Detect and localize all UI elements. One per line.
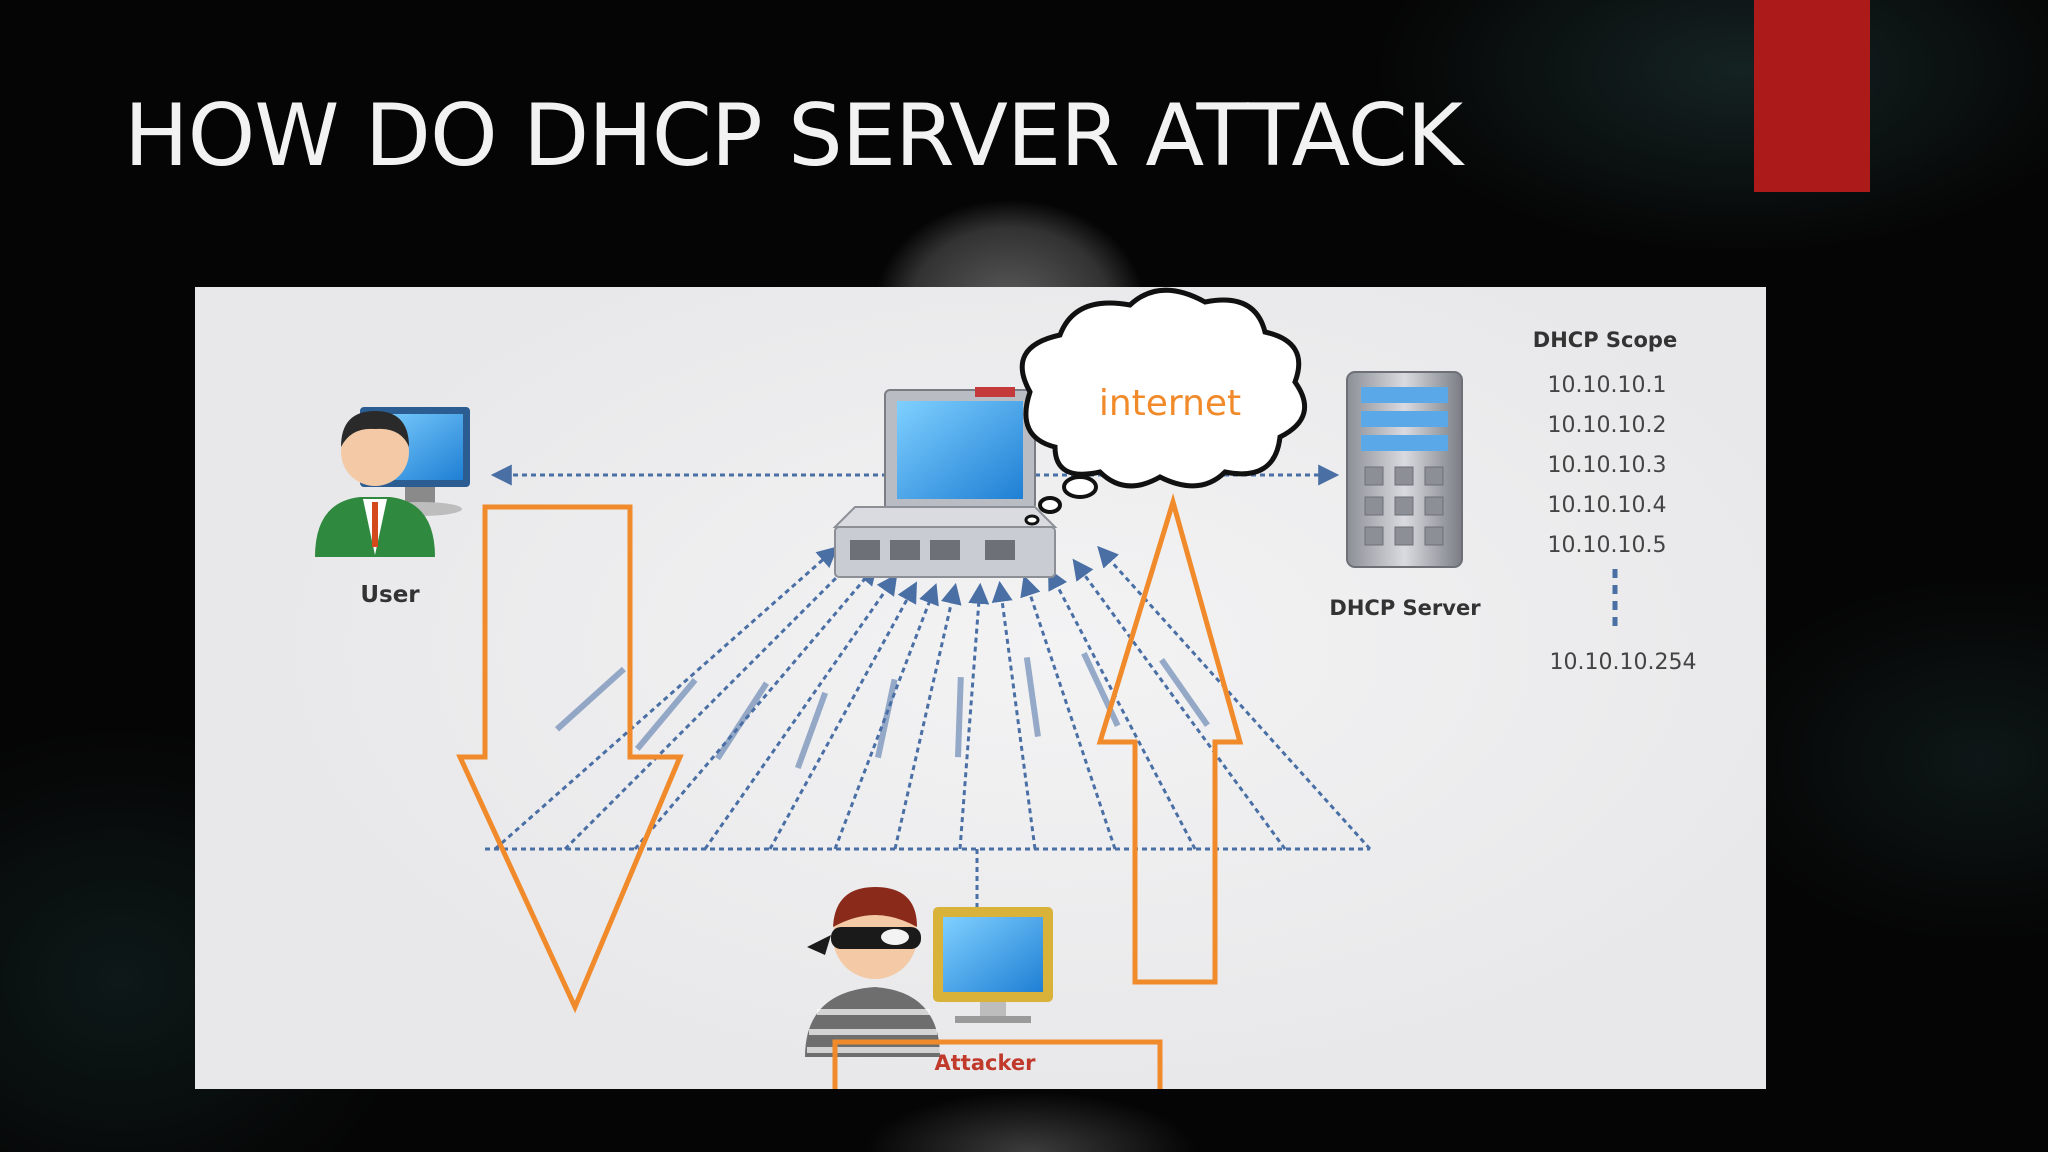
- attacker-highlight-box: [832, 1039, 1163, 1089]
- internet-cloud-icon: [1019, 287, 1307, 526]
- diagram-canvas: User internet DHCP Server DHCP Scope: [315, 287, 1697, 1089]
- dhcp-attack-diagram: User internet DHCP Server DHCP Scope: [195, 287, 1766, 1089]
- spoofed-request-lines: [494, 545, 1372, 851]
- user-icon: [315, 407, 470, 557]
- dhcp-server-label: DHCP Server: [1329, 596, 1481, 620]
- orange-down-arrow: [456, 504, 684, 1014]
- hooded-figure-silhouette: [830, 185, 1190, 305]
- attacker-label: Attacker: [935, 1051, 1037, 1075]
- scope-address: 10.10.10.2: [1548, 413, 1667, 438]
- internet-label: internet: [1099, 383, 1241, 424]
- router-icon: [832, 387, 1058, 578]
- scope-address: 10.10.10.3: [1548, 453, 1667, 478]
- slide-title: HOW DO DHCP SERVER ATTACK: [124, 86, 1463, 186]
- accent-red-bar: [1754, 0, 1870, 192]
- orange-up-arrow: [1096, 493, 1244, 985]
- attacker-icon: [805, 887, 1053, 1057]
- scope-address: 10.10.10.1: [1548, 373, 1667, 398]
- scope-address: 10.10.10.5: [1548, 533, 1667, 558]
- scope-address: 10.10.10.4: [1548, 493, 1667, 518]
- scope-last-address: 10.10.10.254: [1550, 650, 1697, 675]
- silhouette-shadow: [820, 1090, 1240, 1152]
- scope-title: DHCP Scope: [1533, 328, 1677, 352]
- dhcp-server-icon: [1346, 371, 1463, 568]
- user-label: User: [360, 582, 420, 608]
- scope-address-list: 10.10.10.1 10.10.10.2 10.10.10.3 10.10.1…: [1548, 373, 1667, 558]
- line-annotation-marks: [555, 651, 1210, 770]
